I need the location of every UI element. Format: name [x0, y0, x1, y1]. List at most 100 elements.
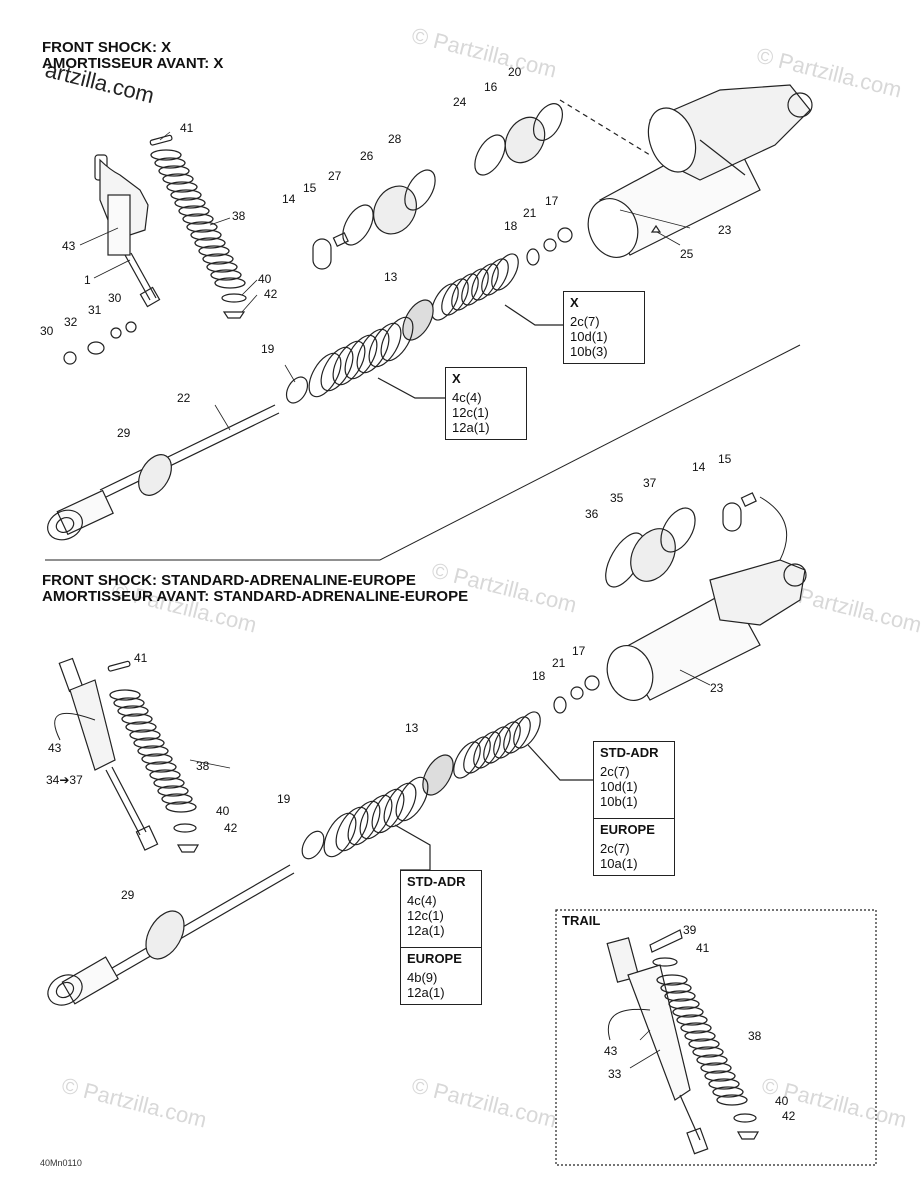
bottom-part-42	[176, 844, 200, 853]
callout: 40	[216, 804, 230, 818]
callout: 42	[224, 821, 238, 835]
trail-part-41	[652, 957, 678, 967]
callout: 14	[692, 460, 706, 474]
top-part-21	[543, 238, 557, 252]
callout: 38	[196, 759, 210, 773]
box-header: STD-ADR	[407, 874, 466, 889]
callout: 17	[545, 194, 559, 208]
top-part-42	[222, 311, 246, 319]
bottom-part-18	[553, 696, 567, 714]
top-part-28	[404, 169, 436, 211]
callout: 33	[608, 1067, 622, 1081]
top-shock-assembly	[94, 154, 161, 308]
callout: 36	[585, 507, 599, 521]
top-part-19	[285, 376, 309, 404]
box-line: 10a(1)	[600, 856, 638, 871]
callout: 40	[775, 1094, 789, 1108]
callout: 23	[718, 223, 732, 237]
trail-shock-assembly	[606, 937, 709, 1155]
top-piston-13	[402, 299, 434, 341]
box-line: 10d(1)	[600, 779, 638, 794]
trail-part-39	[649, 929, 683, 953]
callout: 18	[504, 219, 518, 233]
bottom-large-stack	[323, 776, 429, 858]
callout: 32	[64, 315, 78, 329]
box-line: 2c(7)	[570, 314, 600, 329]
top-body-23	[587, 84, 813, 258]
top-part-14	[312, 238, 332, 270]
top-part-41	[149, 134, 173, 146]
top-part-24	[474, 134, 506, 176]
callout: 22	[177, 391, 191, 405]
box-line: 2c(7)	[600, 764, 630, 779]
box-line: 4c(4)	[452, 390, 482, 405]
trail-label: TRAIL	[562, 913, 601, 928]
box-line: 4b(9)	[407, 970, 438, 985]
title-top-fr: AMORTISSEUR AVANT: X	[42, 55, 224, 72]
drawing-code: 40Mn0110	[40, 1158, 82, 1168]
title-top-en: FRONT SHOCK: X	[42, 39, 172, 56]
callout: 35	[610, 491, 624, 505]
bottom-part-35	[630, 528, 676, 582]
top-part-17	[557, 227, 573, 243]
callout: 43	[62, 239, 76, 253]
callout-labels: 41 43 38 1 40 42 30 31 32 30 14 15 27 26…	[40, 65, 796, 1123]
callout: 38	[232, 209, 246, 223]
bottom-part-40	[173, 823, 197, 833]
bottom-piston-13	[422, 754, 454, 796]
callout: 21	[552, 656, 566, 670]
bottom-shock-assembly	[54, 657, 159, 851]
callout: 23	[710, 681, 724, 695]
callout: 15	[718, 452, 732, 466]
callout: 30	[40, 324, 54, 338]
callout: 42	[782, 1109, 796, 1123]
bottom-part-17	[584, 675, 600, 691]
callout: 21	[523, 206, 537, 220]
callout: 28	[388, 132, 402, 146]
separator-line	[379, 344, 801, 561]
callout: 16	[484, 80, 498, 94]
callout: 19	[277, 792, 291, 806]
bottom-small-stack	[453, 711, 541, 779]
box-line: 10d(1)	[570, 329, 608, 344]
bottom-part-15	[740, 492, 757, 507]
top-part-27	[342, 204, 374, 246]
box-line: 12a(1)	[407, 985, 445, 1000]
callout: 14	[282, 192, 296, 206]
top-small-stack	[431, 253, 519, 321]
box-line: 10b(1)	[600, 794, 638, 809]
callout: 34➔37	[46, 773, 83, 787]
callout: 27	[328, 169, 342, 183]
callout: 41	[134, 651, 148, 665]
callout: 13	[384, 270, 398, 284]
bottom-spring-spec-box: STD-ADR 2c(7) 10d(1) 10b(1) EUROPE 2c(7)…	[593, 741, 675, 876]
callout: 25	[680, 247, 694, 261]
box-line: 2c(7)	[600, 841, 630, 856]
box-header: STD-ADR	[600, 745, 659, 760]
callout: 39	[683, 923, 697, 937]
bottom-part-21	[570, 686, 584, 700]
top-part-40	[221, 293, 247, 303]
callout: 30	[108, 291, 122, 305]
box-line: 4c(4)	[407, 893, 437, 908]
top-part-15	[332, 232, 349, 247]
bottom-spring-38	[109, 689, 197, 813]
bottom-part-41	[107, 660, 131, 672]
box-header: X	[452, 371, 461, 386]
box-line: 12a(1)	[407, 923, 445, 938]
callout: 40	[258, 272, 272, 286]
callout: 43	[48, 741, 62, 755]
callout: 42	[264, 287, 278, 301]
top-part-30a	[63, 351, 77, 365]
top-part-30b	[125, 321, 137, 333]
top-part-32	[87, 341, 105, 355]
top-part-25	[650, 224, 662, 233]
bottom-part-37	[660, 507, 696, 553]
callout: 19	[261, 342, 275, 356]
box-header: X	[570, 295, 579, 310]
bottom-body-23	[606, 559, 807, 701]
title-bottom-en: FRONT SHOCK: STANDARD-ADRENALINE-EUROPE	[42, 572, 416, 589]
top-part-16	[504, 116, 546, 164]
bottom-stack-spec-box: STD-ADR 4c(4) 12c(1) 12a(1) EUROPE 4b(9)…	[400, 870, 482, 1005]
box-line: 12c(1)	[407, 908, 444, 923]
